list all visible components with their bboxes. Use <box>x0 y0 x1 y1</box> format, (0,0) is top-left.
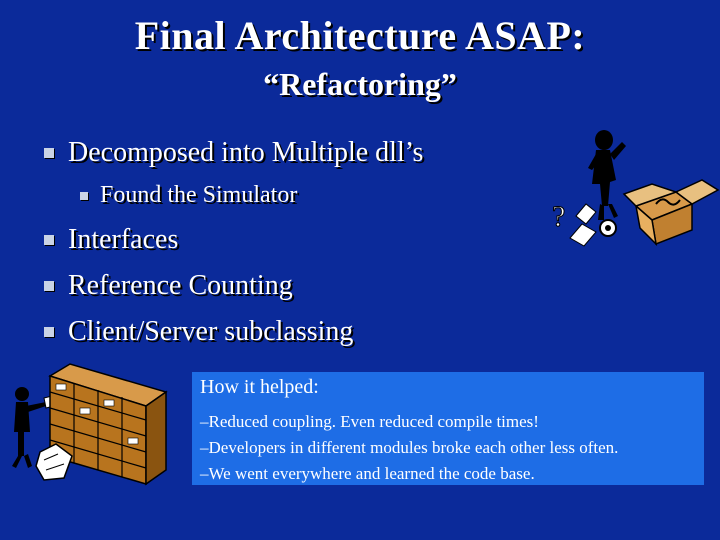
note-line-modules: –Developers in different modules broke e… <box>200 438 619 457</box>
bullet-text: Client/Server subclassing <box>68 316 354 347</box>
bullet-marker <box>80 191 88 200</box>
bullet-marker <box>44 327 54 337</box>
bullet-found-simulator: Found the Simulator <box>80 182 297 209</box>
note-heading: How it helped: <box>200 376 319 398</box>
bullet-marker <box>44 281 54 291</box>
svg-text:?: ? <box>552 200 565 233</box>
bullet-marker <box>44 148 54 158</box>
note-line-code-base: –We went everywhere and learned the code… <box>200 464 535 483</box>
bullet-marker <box>44 235 54 245</box>
note-line-coupling: –Reduced coupling. Even reduced compile … <box>200 412 539 431</box>
bullet-text: Interfaces <box>68 224 179 255</box>
slide-title: Final Architecture ASAP: <box>134 13 586 58</box>
mail-sorting-figure-clipart <box>12 363 168 486</box>
how-it-helped-box: How it helped: –Reduced coupling. Even r… <box>192 372 704 485</box>
bullet-text: Found the Simulator <box>100 182 298 208</box>
slide-subtitle: “Refactoring” <box>263 66 457 102</box>
bullet-decomposed: Decomposed into Multiple dll’s <box>44 137 423 169</box>
bullet-text: Decomposed into Multiple dll’s <box>68 137 424 168</box>
bullet-interfaces: Interfaces <box>44 224 178 256</box>
thinking-figure-clipart: ? <box>552 130 720 247</box>
bullet-reference-counting: Reference Counting <box>44 270 293 302</box>
bullet-text: Reference Counting <box>68 270 293 301</box>
bullet-client-server: Client/Server subclassing <box>44 316 353 348</box>
